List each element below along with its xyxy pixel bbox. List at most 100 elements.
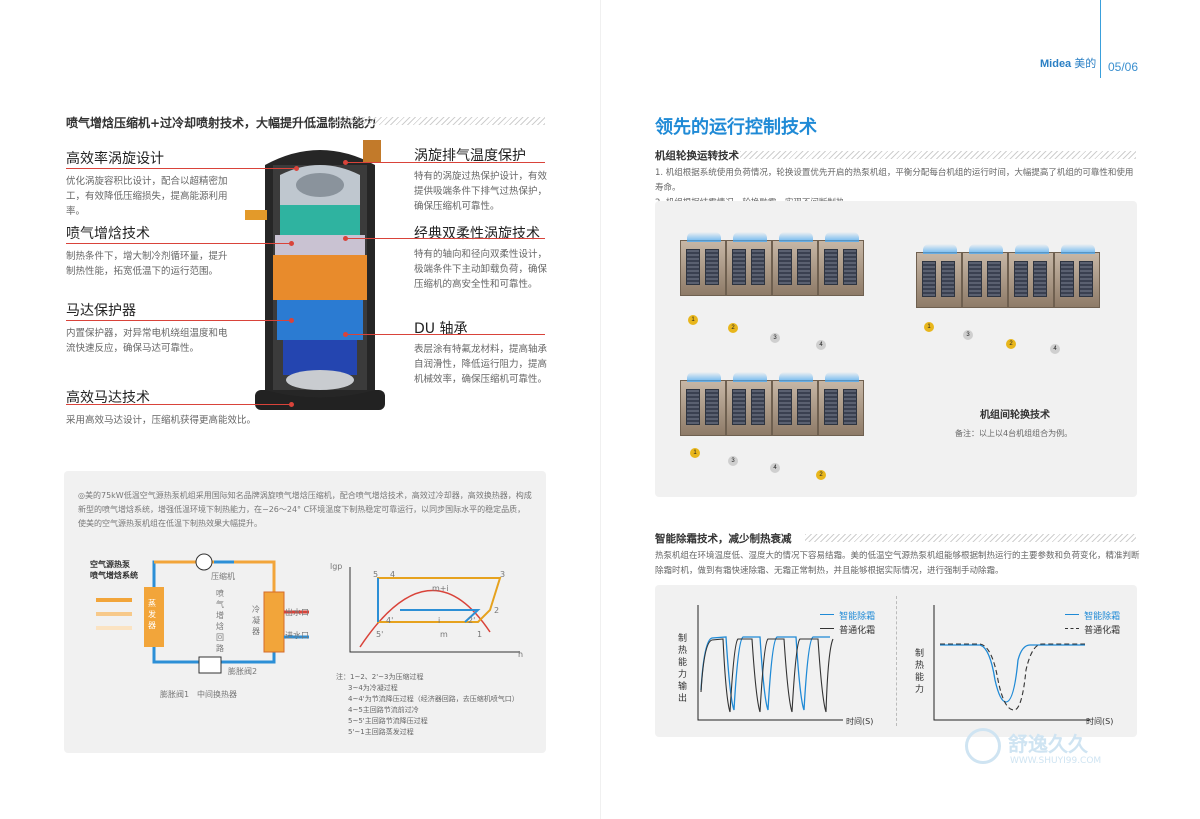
left-section-title: 喷气增焓压缩机+过冷却喷射技术，大幅提升低温制热能力 xyxy=(66,116,377,130)
ph-point: m xyxy=(440,630,448,639)
label-valve-2: 膨胀阀2 xyxy=(228,667,258,676)
defrost-text: 热泵机组在环境温度低、湿度大的情况下容易结霜。美的低温空气源热泵机组能够根据制热… xyxy=(655,551,1140,576)
defrost-subtitle: 智能除霜技术，减少制热衰减 xyxy=(655,533,792,545)
system-schematic xyxy=(96,553,309,674)
feature-dual-compliance: 经典双柔性涡旋技术 特有的轴向和径向双柔性设计，极端条件下主动卸载负荷，确保压缩… xyxy=(414,223,549,292)
label-water-in: 进水口 xyxy=(285,631,309,640)
note-line: 注：1~2、2'~3为压缩过程 xyxy=(336,673,424,681)
heat-pump-unit xyxy=(772,372,818,436)
header-rule xyxy=(1100,0,1101,78)
chart2-legend-a: 智能除霜 xyxy=(1065,604,1120,623)
leader-line xyxy=(345,162,545,163)
unit-tag: 3 xyxy=(770,333,780,343)
feature-text: 特有的轴向和径向双柔性设计，极端条件下主动卸载负荷，确保压缩机的高安全性和可靠性… xyxy=(414,249,548,290)
ph-point: 4' xyxy=(386,616,394,625)
ph-point: 5 xyxy=(373,570,379,579)
ph-ylabel: lgp xyxy=(330,562,343,571)
feature-title: 马达保护器 xyxy=(66,303,136,319)
right-title: 领先的运行控制技术 xyxy=(655,117,817,138)
feature-text: 制热条件下，增大制冷剂循环量，提升制热性能，拓宽低温下的运行范围。 xyxy=(66,251,228,277)
leader-line xyxy=(66,168,296,169)
chart2-ylabel: 制热能力 xyxy=(915,649,925,695)
chart-divider xyxy=(896,596,897,726)
rotation-subtitle: 机组轮换运转技术 xyxy=(655,150,739,162)
legend-label: 智能除霜 xyxy=(1084,612,1121,622)
note-line: 4~4'为节流降压过程（经济器回路，去压缩机喷气口） xyxy=(348,695,519,703)
leader-dot xyxy=(343,332,348,337)
feature-text: 表层涂有特氟龙材料，提高轴承自润滑性，降低运行阻力，提高机械效率，确保压缩机可靠… xyxy=(414,344,548,385)
unit-tag: 1 xyxy=(924,322,934,332)
feature-vapor-injection: 喷气增焓技术 制热条件下，增大制冷剂循环量，提升制热性能，拓宽低温下的运行范围。 xyxy=(66,223,236,279)
unit-tag: 3 xyxy=(728,456,738,466)
ph-point: i xyxy=(438,616,441,625)
label-valve-1: 膨胀阀1 xyxy=(160,690,190,699)
section-hatch xyxy=(330,117,545,125)
watermark-cn: 舒逸久久 xyxy=(1008,732,1088,756)
chart1-xlabel: 时间(S) xyxy=(846,717,874,726)
feature-scroll-design: 高效率涡旋设计 优化涡旋容积比设计，配合以超精密加工，有效降低压缩损失，提高能源… xyxy=(66,148,236,219)
rotation-caption: 机组间轮换技术 xyxy=(980,410,1050,421)
leader-dot xyxy=(289,241,294,246)
feature-motor-efficiency: 高效马达技术 采用高效马达设计，压缩机获得更高能效比。 xyxy=(66,387,256,428)
page-number: 05/06 xyxy=(1108,60,1139,74)
feature-title: 高效马达技术 xyxy=(66,390,150,406)
label-exchanger: 中间换热器 xyxy=(197,690,237,699)
chart1-legend-a: 智能除霜 xyxy=(820,604,875,623)
leader-dot xyxy=(289,318,294,323)
brand-logo: Midea 美的 xyxy=(1040,55,1096,71)
schematic-title-1: 空气源热泵 xyxy=(90,560,130,569)
heat-pump-unit xyxy=(1008,244,1054,308)
unit-group-a xyxy=(680,232,864,296)
defrost-chart-2 xyxy=(933,605,1090,721)
unit-tag: 4 xyxy=(1050,344,1060,354)
unit-group-c xyxy=(680,372,864,436)
heat-pump-unit xyxy=(916,244,962,308)
unit-tag: 2 xyxy=(816,470,826,480)
unit-tag: 4 xyxy=(770,463,780,473)
feature-title: DU 轴承 xyxy=(414,321,468,337)
system-description: ◎美的75kW低温空气源热泵机组采用国际知名品牌涡旋喷气增焓压缩机，配合喷气增焓… xyxy=(78,491,532,528)
ph-point: 4 xyxy=(390,570,396,579)
label-water-out: 出水口 xyxy=(285,608,309,617)
feature-text: 采用高效马达设计，压缩机获得更高能效比。 xyxy=(66,415,257,426)
legend-label: 普通化霜 xyxy=(839,626,876,636)
feature-text: 特有的涡旋过热保护设计，有效提供吸端条件下排气过热保护，确保压缩机可靠性。 xyxy=(414,171,548,212)
leader-line xyxy=(345,238,545,239)
brand-sub: 美的 xyxy=(1074,58,1097,70)
heat-pump-unit xyxy=(772,232,818,296)
legend-label: 智能除霜 xyxy=(839,612,876,622)
ph-point: 1 xyxy=(477,630,483,639)
unit-tag: 1 xyxy=(688,315,698,325)
ph-xlabel: h xyxy=(518,650,524,659)
heat-pump-unit xyxy=(680,372,726,436)
unit-tag: 2 xyxy=(1006,339,1016,349)
heat-pump-unit xyxy=(680,232,726,296)
brand-text: Midea xyxy=(1040,58,1072,70)
note-line: 5~5'主回路节流降压过程 xyxy=(348,717,428,725)
feature-text: 内置保护器，对异常电机绕组温度和电流快速反应，确保马达可靠性。 xyxy=(66,328,228,354)
ph-point: 5' xyxy=(376,630,384,639)
leader-line xyxy=(66,243,291,244)
compressor-illustration xyxy=(245,140,385,410)
page-divider xyxy=(600,0,601,819)
defrost-chart-1 xyxy=(697,605,843,721)
chart1-legend-b: 普通化霜 xyxy=(820,618,875,637)
chart1-ylabel: 制热能力输出 xyxy=(678,634,688,704)
note-line: 3~4为冷凝过程 xyxy=(348,684,398,692)
feature-title: 涡旋排气温度保护 xyxy=(414,148,526,164)
ph-point: 3 xyxy=(500,570,506,579)
heat-pump-unit xyxy=(818,372,864,436)
section-hatch xyxy=(740,151,1136,159)
chart2-xlabel: 时间(S) xyxy=(1086,717,1114,726)
ph-notes: 注：1~2、2'~3为压缩过程 3~4为冷凝过程 4~4'为节流降压过程（经济器… xyxy=(336,672,519,738)
heat-pump-unit xyxy=(726,232,772,296)
feature-title: 喷气增焓技术 xyxy=(66,226,150,242)
feature-discharge-protect: 涡旋排气温度保护 特有的涡旋过热保护设计，有效提供吸端条件下排气过热保护，确保压… xyxy=(414,145,549,214)
unit-tag: 1 xyxy=(690,448,700,458)
leader-dot xyxy=(343,160,348,165)
leader-dot xyxy=(289,402,294,407)
ph-diagram xyxy=(349,567,520,653)
feature-title: 高效率涡旋设计 xyxy=(66,151,164,167)
watermark-url: WWW.SHUYI99.COM xyxy=(1010,756,1102,766)
label-condenser: 冷凝器 xyxy=(252,605,260,636)
